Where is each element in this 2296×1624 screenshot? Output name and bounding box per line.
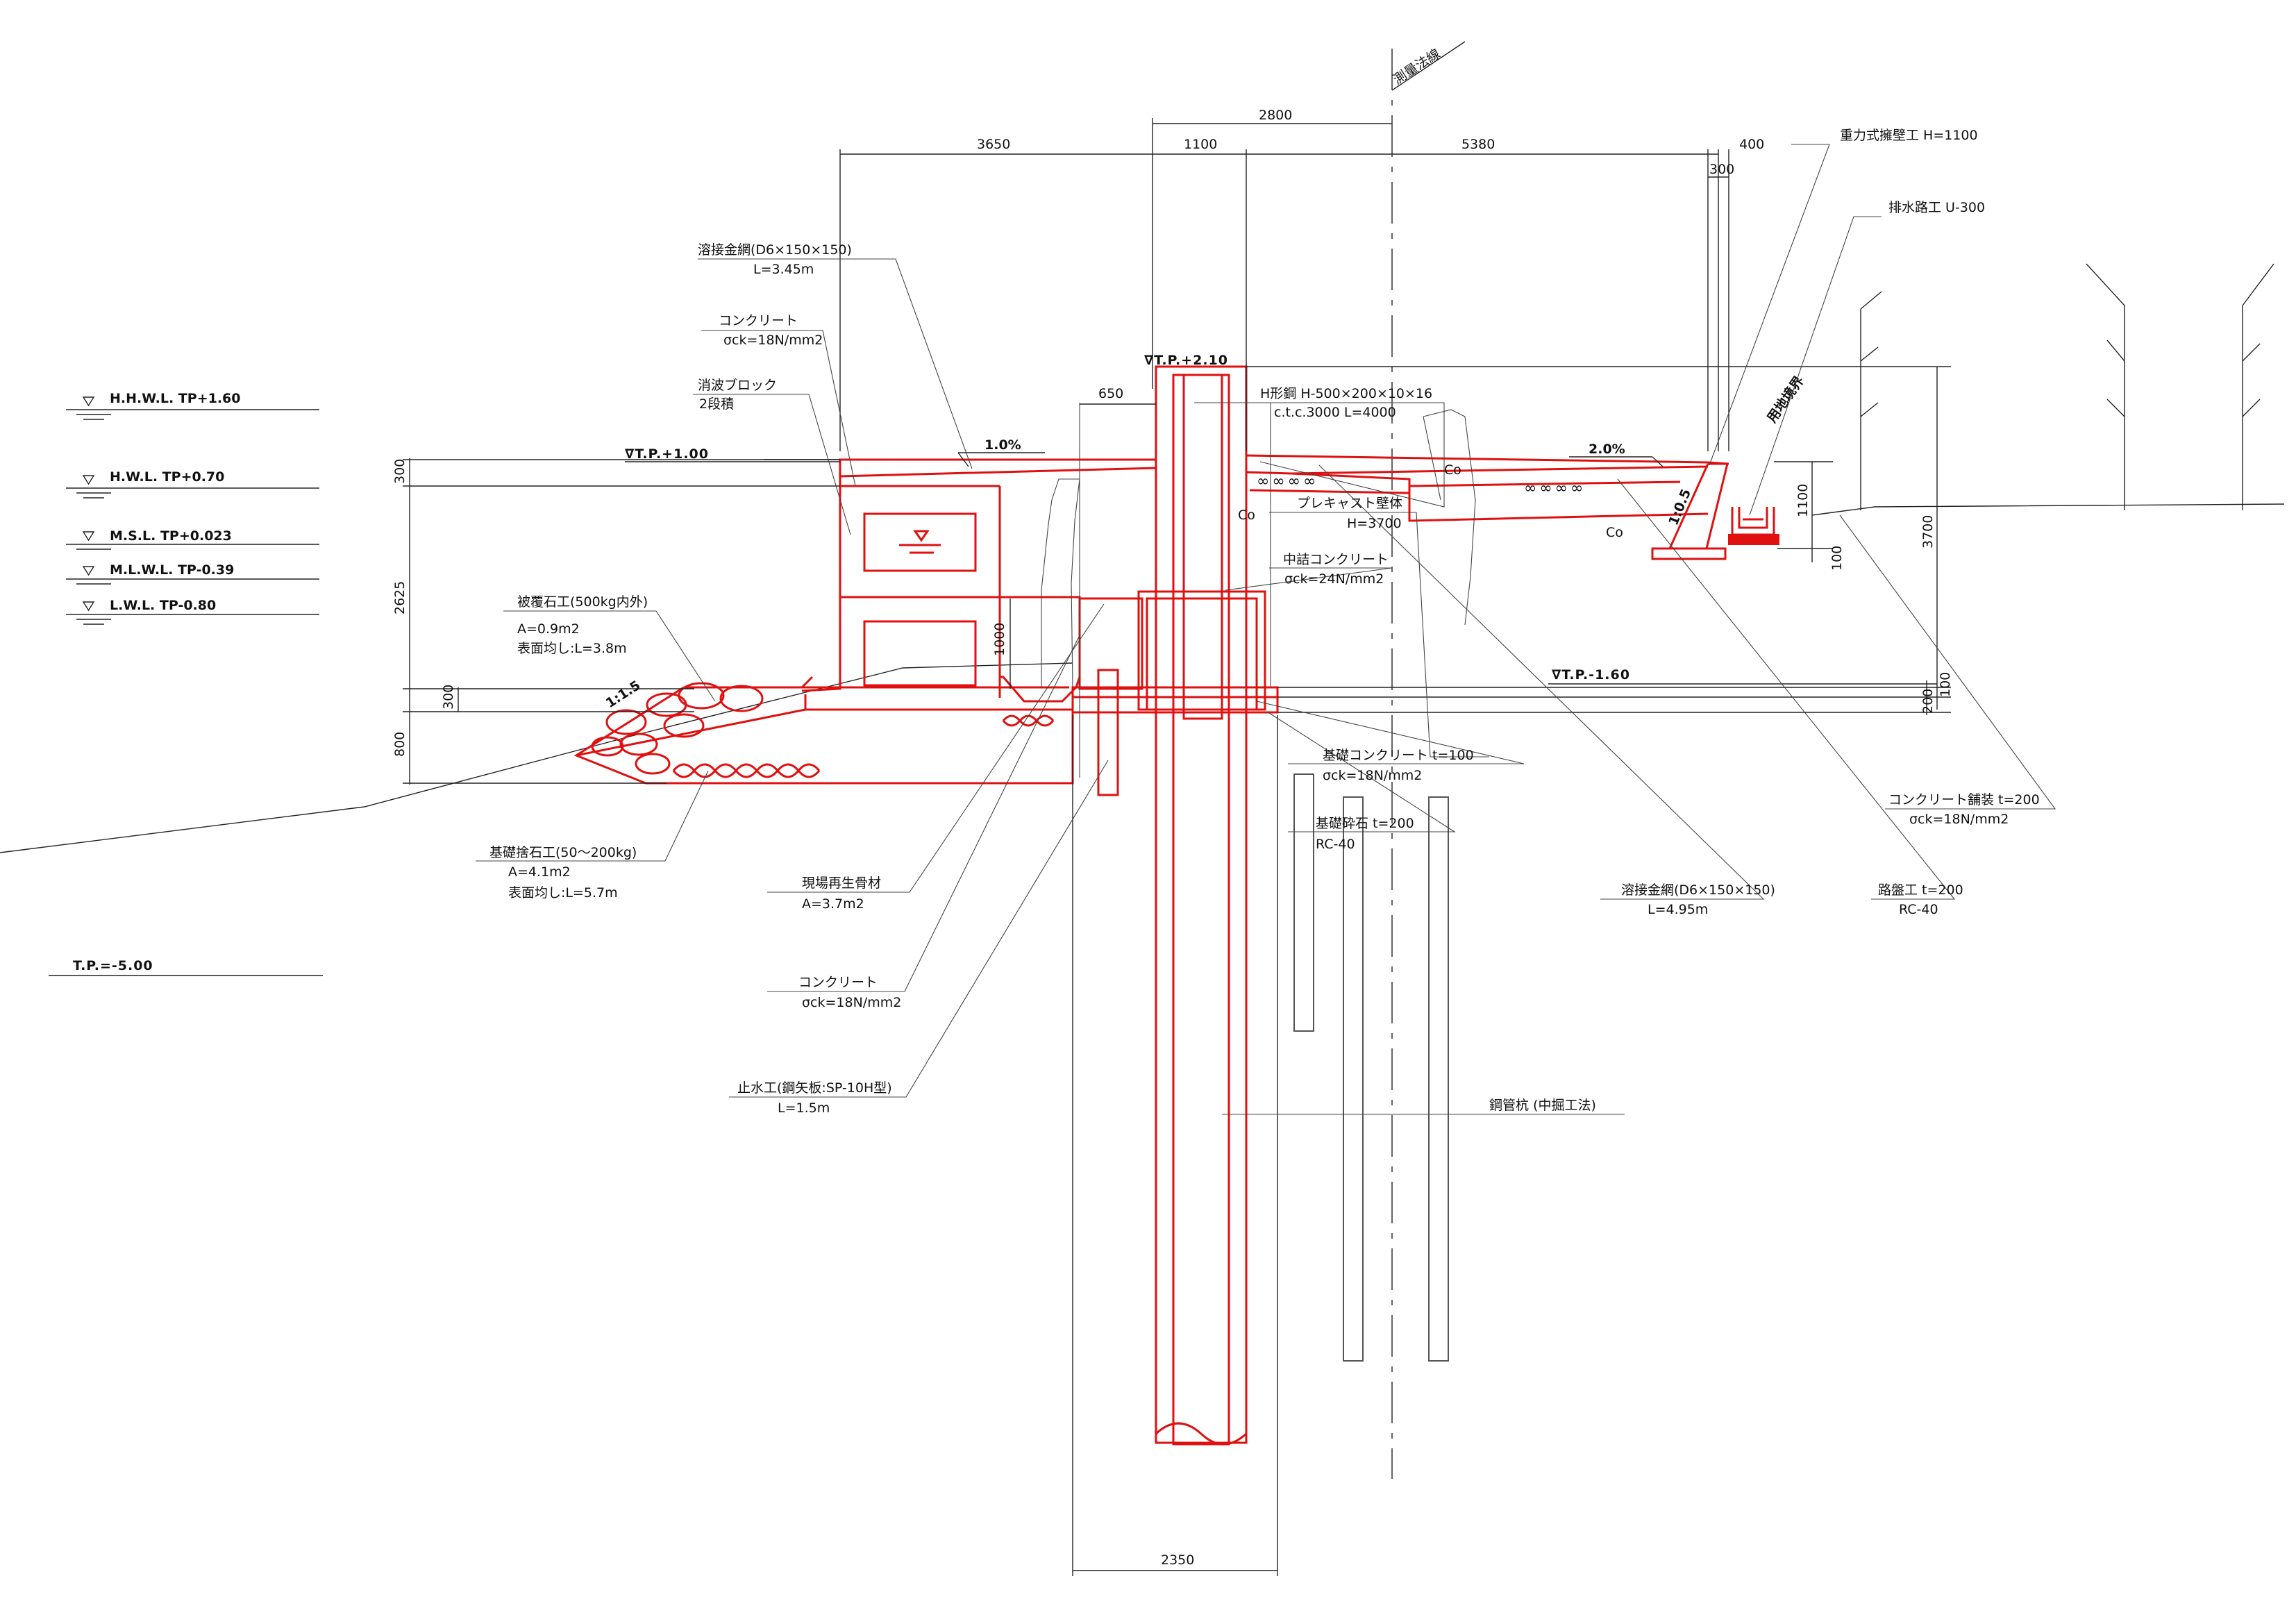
base-gravel-label: 基礎砕石 t=200 — [1316, 816, 1414, 831]
guides — [1041, 403, 1476, 778]
boundary-text: 用地境界 — [1763, 373, 1807, 425]
precast-wall-label: プレキャスト壁体 — [1297, 496, 1402, 511]
base-concrete-spec: σck=18N/mm2 — [1323, 768, 1422, 783]
weld-mesh-top-label: 溶接金網(D6×150×150) — [698, 242, 852, 258]
co-marker-1: Co — [1444, 462, 1461, 478]
precast-wall-spec: H=3700 — [1347, 516, 1402, 531]
annotations: 溶接金網(D6×150×150) L=3.45m コンクリート σck=18N/… — [489, 128, 2040, 1116]
slope-2pct: 2.0% — [1589, 442, 1625, 457]
level-hhwl: H.H.W.L. TP+1.60 — [66, 391, 319, 420]
dim-100-right: 100 — [1829, 546, 1845, 571]
gravity-wall-label: 重力式擁壁工 H=1100 — [1840, 128, 1978, 143]
roadbed-spec: RC-40 — [1899, 902, 1938, 917]
main-structure: ∞∞∞∞ ∞∞∞∞ — [573, 365, 1779, 1446]
tp-minus-160: ∇T.P.-1.60 — [1552, 667, 1630, 683]
level-msl-text: M.S.L. TP+0.023 — [110, 528, 232, 544]
recycled-aggregate-area: A=3.7m2 — [802, 896, 864, 912]
armor-stone-label: 被覆石工(500kg内外) — [517, 594, 648, 610]
foundation-stone-length: 表面均し:L=5.7m — [508, 885, 618, 901]
level-hwl: H.W.L. TP+0.70 — [66, 469, 319, 499]
recycled-aggregate-label: 現場再生骨材 — [802, 876, 881, 891]
wave-block-label: 消波ブロック — [698, 377, 777, 393]
slope-1-15: 1:1.5 — [603, 678, 644, 711]
level-hhwl-text: H.H.W.L. TP+1.60 — [110, 391, 241, 406]
elevations: ∇T.P.+2.10 ∇T.P.+1.00 ∇T.P.-1.60 — [625, 353, 1937, 685]
dim-100-right2: 100 — [1938, 672, 1953, 697]
dim-200-right: 200 — [1920, 689, 1936, 714]
weld-mesh-right-length: L=4.95m — [1648, 902, 1708, 917]
dim-300-top: 300 — [1709, 162, 1734, 177]
concrete2-spec: σck=18N/mm2 — [802, 995, 901, 1010]
svg-text:∞∞∞∞: ∞∞∞∞ — [1257, 473, 1318, 490]
drainage-label: 排水路工 U-300 — [1888, 200, 1985, 215]
dim-2800: 2800 — [1259, 108, 1292, 123]
back-piles — [1293, 773, 1449, 1362]
survey-line-text: 測量法線 — [1391, 46, 1443, 87]
ground-lines — [0, 263, 2285, 853]
h-steel-spec: c.t.c.3000 L=4000 — [1274, 405, 1396, 420]
level-mlwl-text: M.L.W.L. TP-0.39 — [110, 562, 234, 578]
roadbed-label: 路盤工 t=200 — [1878, 882, 1963, 898]
base-gravel-spec: RC-40 — [1316, 837, 1355, 852]
infill-concrete-label: 中詰コンクリート — [1283, 552, 1389, 567]
dim-1000: 1000 — [992, 623, 1007, 656]
weld-mesh-top-length: L=3.45m — [753, 262, 814, 277]
dim-2625: 2625 — [392, 581, 408, 614]
concrete1-label: コンクリート — [719, 313, 798, 328]
wave-block-spec: 2段積 — [699, 396, 734, 412]
cutoff-label: 止水工(鋼矢板:SP-10H型) — [737, 1080, 892, 1096]
slope-1pct: 1.0% — [984, 437, 1021, 453]
foundation-stone-area: A=4.1m2 — [508, 864, 571, 880]
dim-5380: 5380 — [1461, 137, 1495, 152]
level-mlwl: M.L.W.L. TP-0.39 — [66, 562, 319, 585]
dim-1100-top: 1100 — [1184, 137, 1217, 152]
steel-pipe-pile-label: 鋼管杭 (中掘工法) — [1489, 1098, 1596, 1113]
svg-text:∞∞∞∞: ∞∞∞∞ — [1524, 480, 1586, 497]
cutoff-length: L=1.5m — [778, 1100, 830, 1116]
dim-300-left: 300 — [392, 459, 408, 484]
drainage-u — [1728, 507, 1779, 545]
slope-1-05: 1:0.5 — [1666, 487, 1694, 528]
leaders — [476, 144, 2056, 1115]
dim-2350: 2350 — [1161, 1552, 1194, 1568]
co-marker-3: Co — [1606, 525, 1623, 540]
pavement-label: コンクリート舗装 t=200 — [1888, 792, 2040, 807]
dim-3650: 3650 — [977, 137, 1010, 152]
armor-stone-length: 表面均し:L=3.8m — [517, 641, 627, 656]
dim-300-left2: 300 — [441, 685, 456, 710]
dim-3700: 3700 — [1920, 515, 1936, 549]
armor-stones — [591, 682, 764, 775]
dimensions: 2800 3650 1100 5380 400 300 650 1000 300… — [392, 108, 1953, 1576]
tp-plus-100: ∇T.P.+1.00 — [625, 446, 709, 462]
slopes: 1.0% 2.0% 1:0.5 1:1.5 Co Co Co 用地境界 — [603, 373, 1807, 711]
level-msl: M.S.L. TP+0.023 — [66, 528, 319, 550]
dim-650: 650 — [1098, 386, 1123, 401]
armor-stone-area: A=0.9m2 — [517, 621, 580, 637]
level-lwl-text: L.W.L. TP-0.80 — [110, 598, 216, 613]
foundation-stone-label: 基礎捨石工(50～200kg) — [489, 845, 637, 860]
dim-1100-right: 1100 — [1795, 484, 1811, 517]
level-tp-bottom-text: T.P.=-5.00 — [73, 958, 153, 973]
dim-800: 800 — [392, 732, 408, 757]
infill-concrete-spec: σck=24N/mm2 — [1284, 571, 1384, 587]
level-lwl: L.W.L. TP-0.80 — [66, 598, 319, 625]
concrete1-spec: σck=18N/mm2 — [723, 333, 823, 348]
co-marker-2: Co — [1238, 508, 1255, 523]
water-level-table: H.H.W.L. TP+1.60 H.W.L. TP+0.70 M.S.L. T… — [49, 391, 323, 976]
level-hwl-text: H.W.L. TP+0.70 — [110, 469, 224, 485]
dim-400: 400 — [1739, 137, 1764, 152]
base-concrete-label: 基礎コンクリート t=100 — [1323, 748, 1474, 763]
h-steel-label: H形鋼 H-500×200×10×16 — [1260, 386, 1432, 401]
concrete2-label: コンクリート — [798, 975, 878, 990]
level-tp-bottom: T.P.=-5.00 — [49, 958, 323, 976]
pavement-spec: σck=18N/mm2 — [1909, 812, 2009, 827]
weld-mesh-right-label: 溶接金網(D6×150×150) — [1621, 882, 1775, 898]
tp-plus-210: ∇T.P.+2.10 — [1144, 353, 1228, 368]
